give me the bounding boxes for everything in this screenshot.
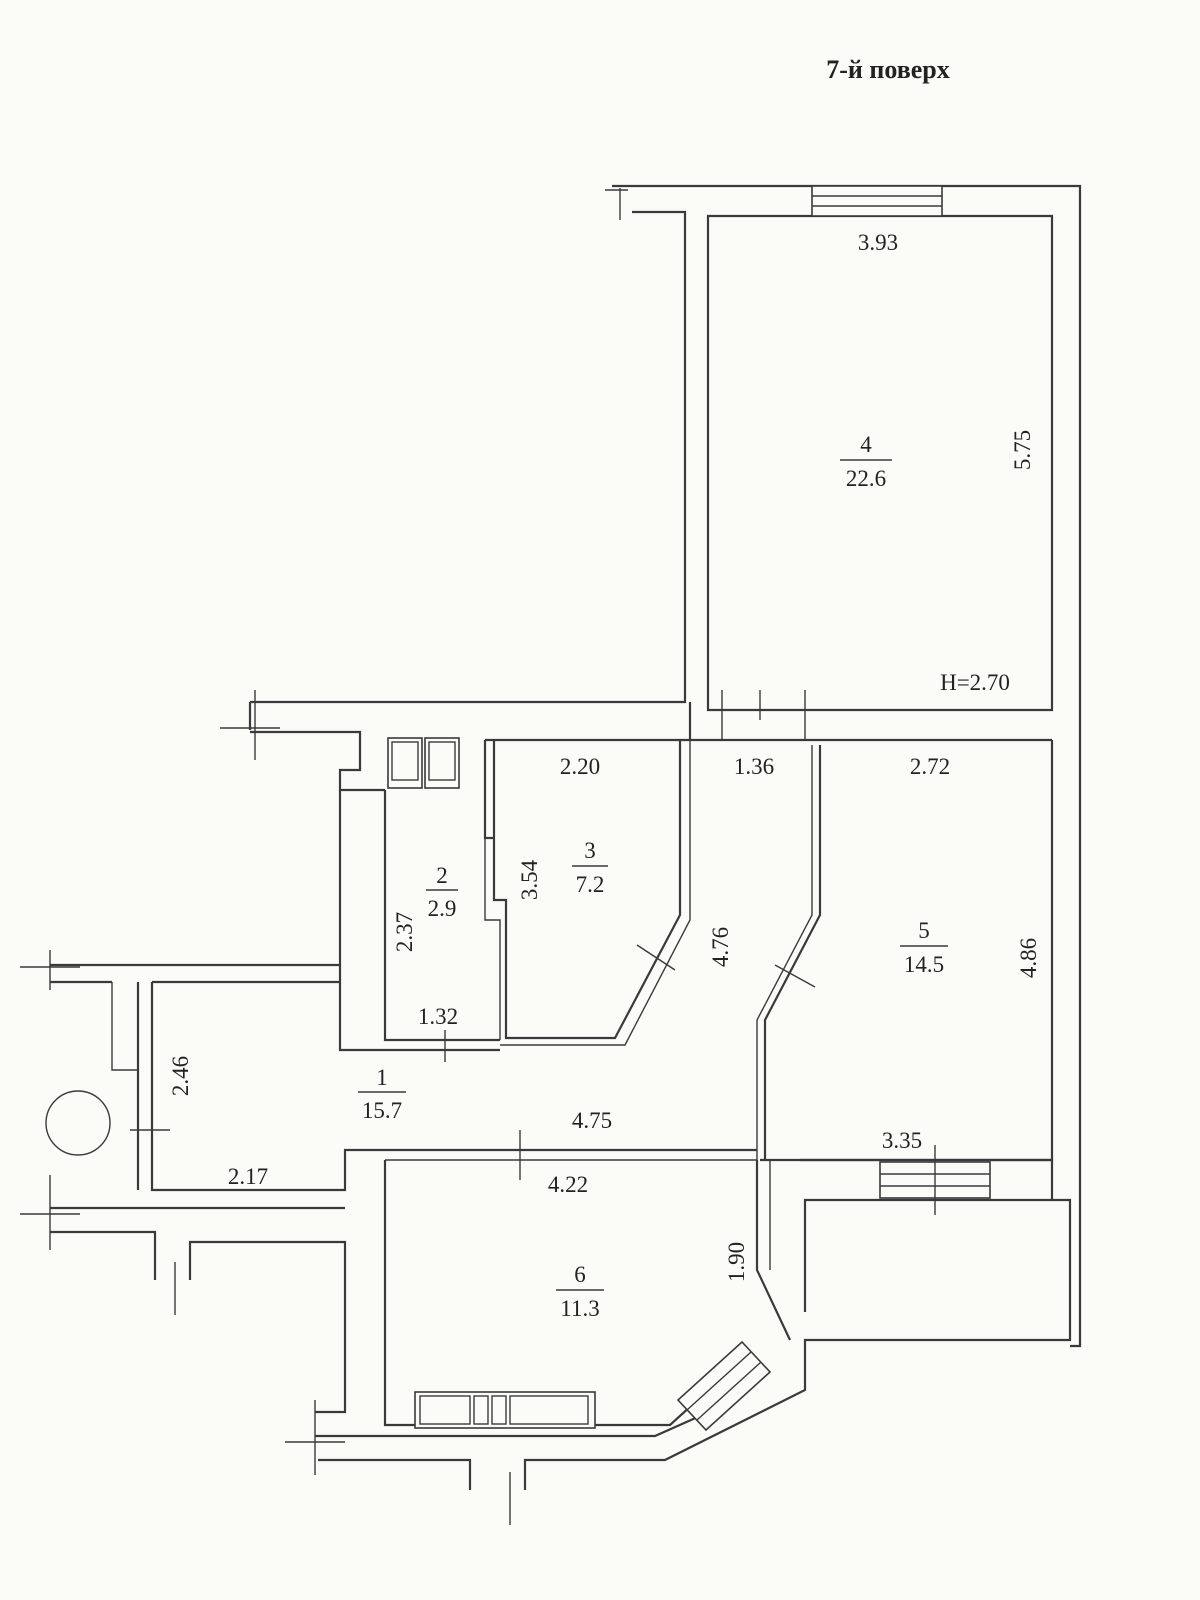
interior-walls (383, 702, 1054, 1427)
outer-walls (50, 184, 1082, 1490)
dim-room2-length: 2.37 (392, 912, 417, 952)
door-marks (20, 188, 936, 1525)
room-3-label: 3 7.2 (572, 838, 608, 897)
room-area: 22.6 (846, 466, 886, 491)
room-area: 7.2 (576, 872, 605, 897)
kitchen-counter (414, 1391, 596, 1429)
room-number: 4 (860, 432, 872, 457)
room-2-label: 2 2.9 (426, 863, 458, 921)
window-room6 (676, 1340, 772, 1432)
room-1-label: 1 15.7 (358, 1065, 406, 1123)
floor-title: 7-й поверх (826, 55, 950, 84)
dim-hall-width: 2.17 (228, 1164, 268, 1189)
ceiling-height: H=2.70 (940, 670, 1010, 695)
dim-room5-window: 3.35 (882, 1128, 922, 1153)
dim-corridor-length: 4.76 (708, 927, 733, 967)
dimension-labels: 3.93 5.75 H=2.70 2.20 1.36 2.72 3.54 2.3… (168, 230, 1041, 1282)
riser-circle (45, 1090, 111, 1156)
dim-room6-width: 4.22 (548, 1172, 588, 1197)
dim-room6-length: 1.90 (724, 1242, 749, 1282)
dim-room4-width: 3.93 (858, 230, 898, 255)
room-area: 2.9 (428, 896, 457, 921)
dim-room3-length: 3.54 (517, 859, 542, 900)
room-number: 3 (584, 838, 596, 863)
room-number: 2 (436, 863, 448, 888)
room-area: 15.7 (362, 1098, 402, 1123)
dim-hall-depth: 2.46 (168, 1056, 193, 1096)
room-labels: 4 22.6 3 7.2 2 2.9 5 14.5 1 15.7 6 11.3 (358, 432, 948, 1321)
room-number: 6 (574, 1262, 586, 1287)
dim-room2-width: 1.32 (418, 1004, 458, 1029)
room-number: 5 (918, 918, 930, 943)
ventilation-shafts (387, 737, 460, 789)
dim-room4-length: 5.75 (1010, 430, 1035, 470)
room-number: 1 (376, 1065, 388, 1090)
fixtures (45, 737, 596, 1429)
dim-room3-width: 2.20 (560, 754, 600, 779)
dim-hall-length: 4.75 (572, 1108, 612, 1133)
dim-room5-length: 4.86 (1016, 938, 1041, 978)
room-4-label: 4 22.6 (840, 432, 892, 491)
room-5-label: 5 14.5 (900, 918, 948, 977)
room-6-label: 6 11.3 (556, 1262, 604, 1321)
room-area: 11.3 (560, 1296, 599, 1321)
dim-room5-width: 2.72 (910, 754, 950, 779)
dim-corridor-width: 1.36 (734, 754, 774, 779)
window-room4 (811, 185, 943, 217)
room-area: 14.5 (904, 952, 944, 977)
